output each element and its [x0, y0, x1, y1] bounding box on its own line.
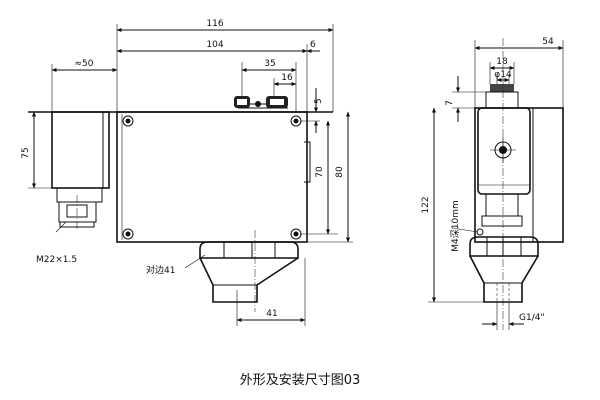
dim-18: 18: [496, 57, 508, 67]
thread-label-m22: M22×1.5: [36, 255, 77, 265]
hex-nut: [199, 241, 299, 259]
thread-label-g14: G1/4": [519, 313, 545, 323]
drawing-caption: 外形及安装尺寸图03: [240, 373, 361, 388]
side-view: [428, 38, 564, 330]
dim-104: 104: [206, 40, 223, 50]
dim-phi-14: φ14: [494, 70, 512, 80]
side-hex-nut: [469, 236, 539, 257]
top-cable-bosses: [234, 96, 288, 109]
dim-41: 41: [266, 309, 277, 319]
side-neck: [485, 193, 519, 217]
dim-35: 35: [264, 59, 275, 69]
dim-16: 16: [281, 73, 293, 83]
dim-75: 75: [21, 147, 31, 158]
mounting-screw-top-left: [122, 115, 134, 127]
side-port-taper: [469, 255, 539, 303]
side-handle: [304, 141, 311, 183]
dim-116: 116: [206, 19, 223, 29]
left-neck: [56, 187, 103, 203]
dim-70: 70: [315, 166, 325, 178]
dim-7: 7: [445, 100, 455, 106]
mounting-screw-bottom-left: [122, 228, 134, 240]
side-cable-fitting: [485, 84, 519, 109]
dim-6: 6: [310, 40, 316, 50]
dim-approx-50: ≈50: [75, 59, 94, 69]
side-housing: [474, 107, 564, 243]
screw-label-m4: M4深10mm: [450, 200, 461, 251]
mounting-screw-bottom-right: [290, 228, 302, 240]
hex-label: 对边41: [146, 264, 175, 276]
left-enclosure: [51, 111, 110, 189]
main-housing: [116, 111, 308, 243]
front-view: [28, 24, 353, 326]
dim-122: 122: [421, 196, 431, 213]
dim-54: 54: [542, 37, 554, 47]
dim-80: 80: [335, 166, 345, 178]
dim-5: 5: [314, 98, 324, 104]
pressure-port-taper: [199, 257, 299, 303]
mounting-screw-top-right: [290, 115, 302, 127]
